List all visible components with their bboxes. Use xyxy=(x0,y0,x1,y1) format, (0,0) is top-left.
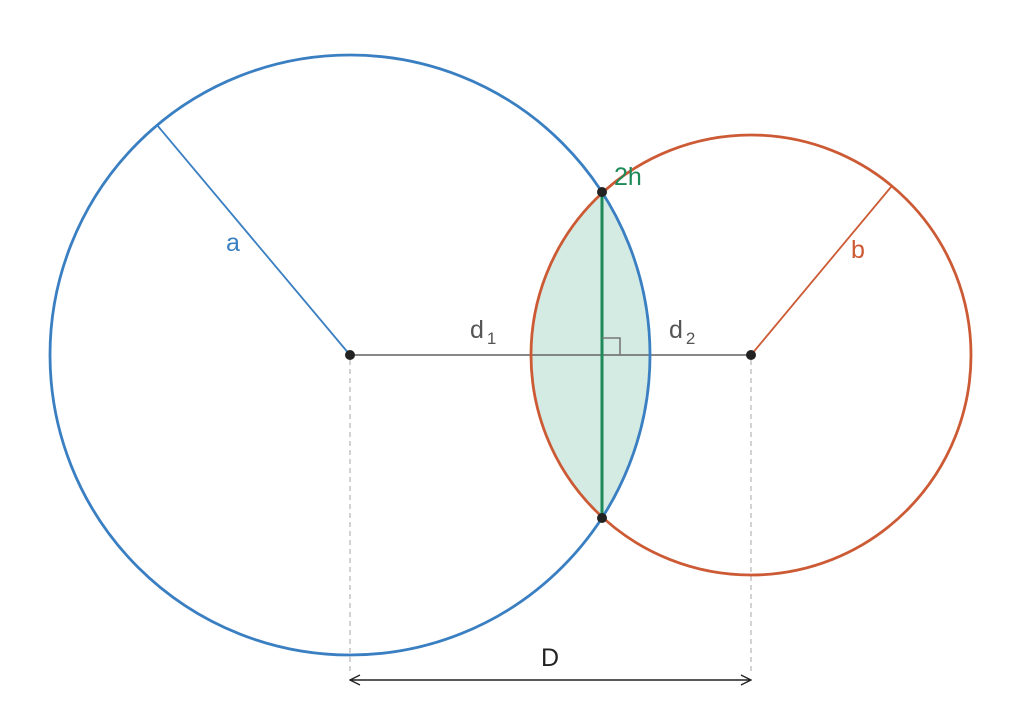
intersection-point-bottom xyxy=(597,513,607,523)
label-d2-subscript: 2 xyxy=(686,329,695,348)
center-point-a xyxy=(345,350,355,360)
right-angle-marker xyxy=(602,337,621,355)
center-point-b xyxy=(746,350,756,360)
radius-b-line xyxy=(750,186,892,356)
intersection-point-top xyxy=(597,187,607,197)
label-d1-subscript: 1 xyxy=(487,329,496,348)
circle-a xyxy=(48,53,652,657)
circle-b xyxy=(529,133,973,577)
label-d1-main: d xyxy=(470,316,484,344)
label-2h: 2h xyxy=(614,163,642,191)
label-d2-main: d xyxy=(669,316,683,344)
label-a: a xyxy=(226,229,240,257)
label-d-distance: D xyxy=(541,644,559,672)
radius-a-line xyxy=(156,124,351,356)
label-b: b xyxy=(851,236,865,264)
